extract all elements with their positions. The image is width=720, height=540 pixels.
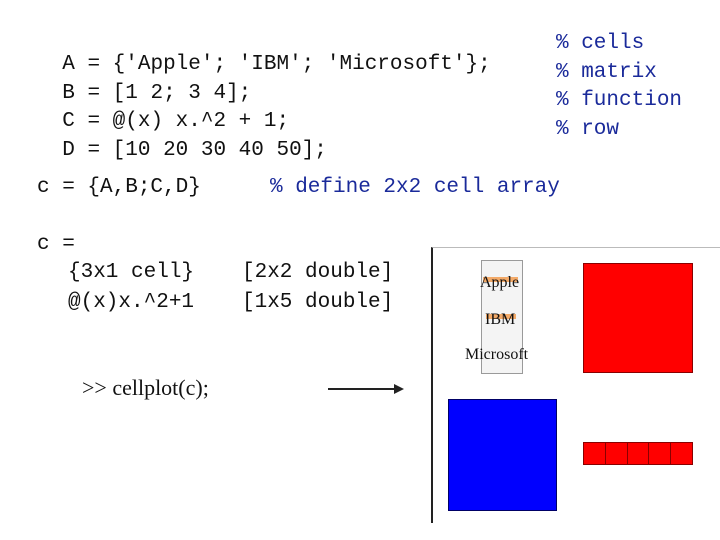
cell-string-apple: Apple <box>480 274 520 291</box>
command-line: >> cellplot(c); <box>82 375 209 400</box>
comment-b: % matrix <box>556 61 657 84</box>
cell-definition: c = {A,B;C,D} <box>37 176 201 199</box>
comment-d: % row <box>556 118 620 141</box>
ibm-highlight <box>486 314 516 319</box>
code-line-a: A = {'Apple'; 'IBM'; 'Microsoft'}; <box>37 33 491 75</box>
var-d: D <box>62 139 75 162</box>
comment-a: % cells <box>556 32 645 55</box>
var-b: B <box>62 82 75 105</box>
arrow-right-icon <box>328 384 404 394</box>
output-r1c2: [2x2 double] <box>242 261 394 284</box>
equals-sign: = <box>87 53 101 76</box>
expr-d: [10 20 30 40 50]; <box>112 139 327 162</box>
var-c: C <box>62 110 75 133</box>
output-r2c1: @(x)x.^2+1 <box>68 291 195 314</box>
code-line-c: C = @(x) x.^2 + 1; <box>37 90 289 132</box>
output-r1c1: {3x1 cell} <box>68 261 195 284</box>
output-r2c2: [1x5 double] <box>242 291 394 314</box>
row-1x5-block <box>583 442 693 465</box>
equals-sign: = <box>87 82 101 105</box>
expr-a: {'Apple'; 'IBM'; 'Microsoft'}; <box>112 53 491 76</box>
row-divider <box>605 443 606 464</box>
code-line-b: B = [1 2; 3 4]; <box>37 62 251 104</box>
expr-c: @(x) x.^2 + 1; <box>112 110 290 133</box>
expr-b: [1 2; 3 4]; <box>112 82 252 105</box>
cell-string-ibm: IBM <box>485 311 516 328</box>
cellplot-figure: Apple IBM Microsoft <box>431 247 720 523</box>
apple-highlight <box>483 277 518 282</box>
output-header: c = <box>37 233 75 256</box>
function-handle-block <box>448 399 557 511</box>
code-line-d: D = [10 20 30 40 50]; <box>37 119 327 161</box>
row-divider <box>627 443 628 464</box>
row-divider <box>648 443 649 464</box>
cell-string-microsoft: Microsoft <box>465 346 529 363</box>
equals-sign: = <box>87 110 101 133</box>
cell-definition-comment: % define 2x2 cell array <box>270 176 560 199</box>
equals-sign: = <box>87 139 101 162</box>
var-a: A <box>62 53 75 76</box>
comment-c: % function <box>556 89 683 112</box>
matrix-2x2-block <box>583 263 693 373</box>
row-divider <box>670 443 671 464</box>
